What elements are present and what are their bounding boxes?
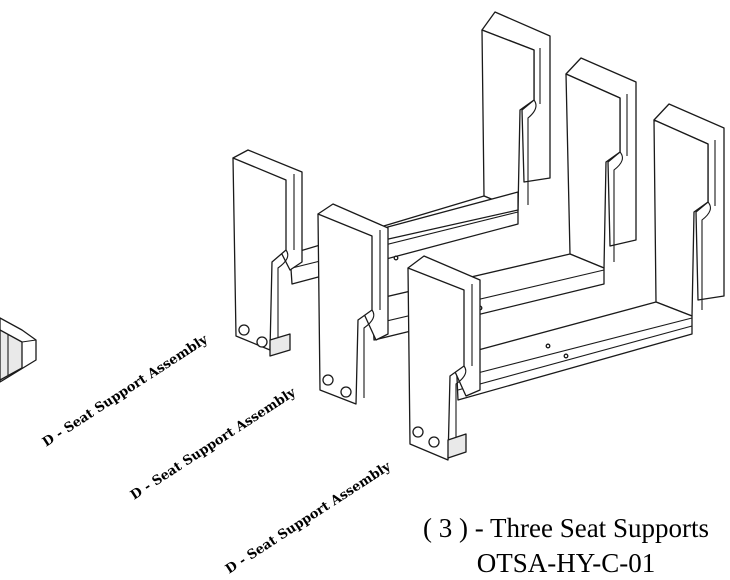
assembly-label-2: D - Seat Support Assembly [128,385,299,503]
seat-support-3 [407,103,725,461]
partial-part-left [0,317,37,383]
assembly-label-3: D - Seat Support Assembly [223,459,394,577]
caption-part-number: OTSA-HY-C-01 [477,548,656,578]
assembly-label-1: D - Seat Support Assembly [40,332,211,450]
caption-title: ( 3 ) - Three Seat Supports [423,513,709,543]
